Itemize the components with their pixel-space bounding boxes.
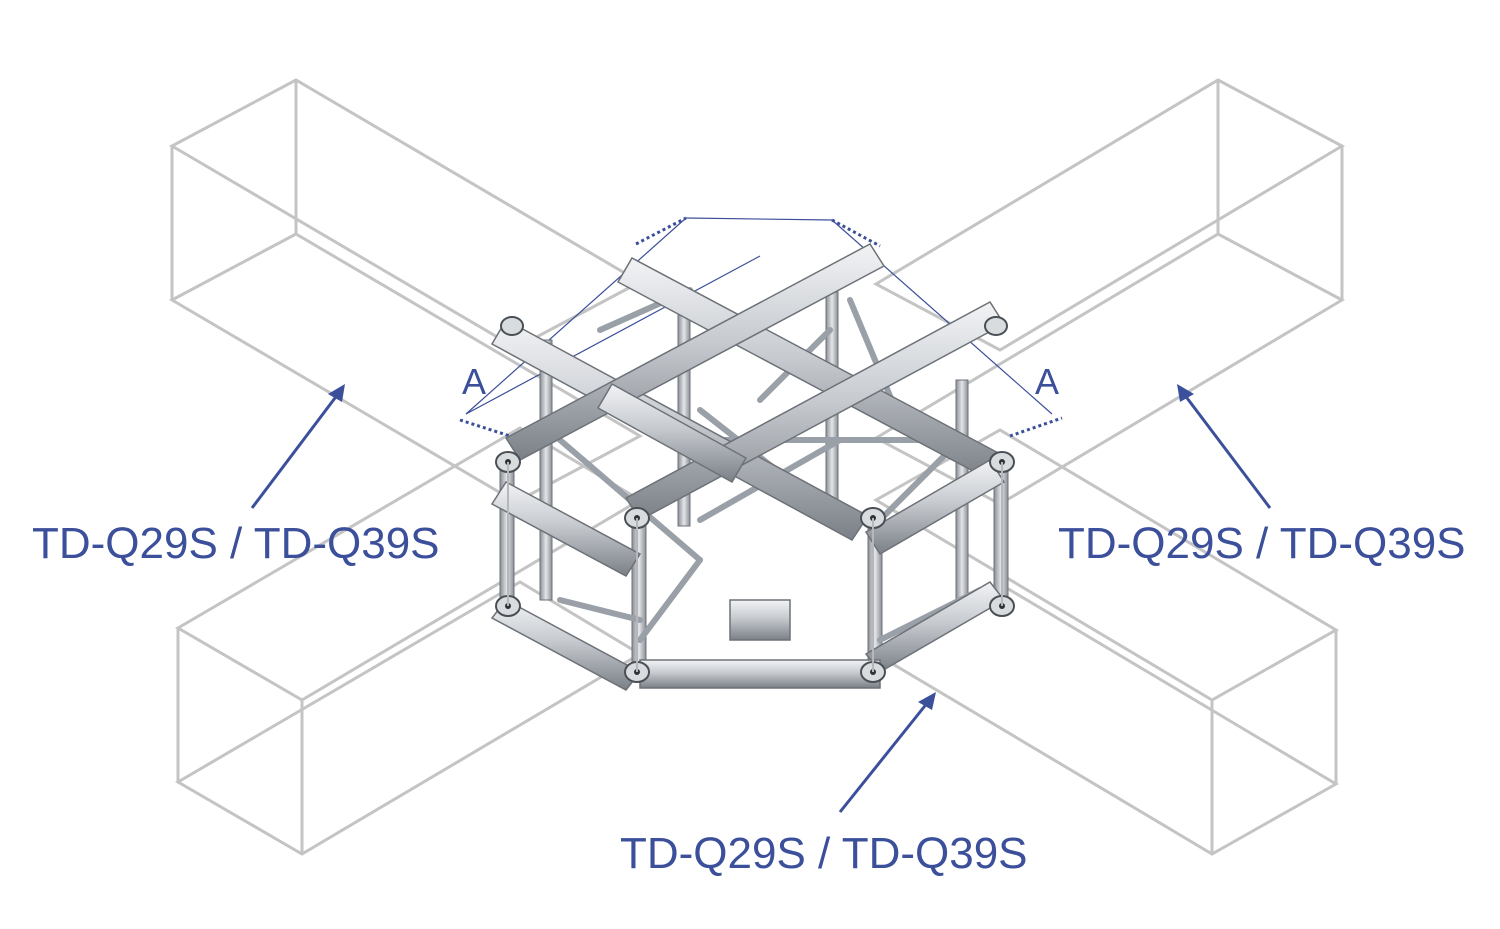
arrow-left [250,384,345,509]
dimension-label-a-right: A [1035,361,1060,402]
ghost-truss-top-left [168,78,644,504]
truss-label-bottom: TD-Q29S / TD-Q39S [620,829,1028,878]
truss-cross-junction [490,243,1015,691]
dimension-label-a-left: A [462,361,487,402]
truss-label-right: TD-Q29S / TD-Q39S [1058,519,1466,568]
arrows [250,384,1272,813]
truss-label-left: TD-Q29S / TD-Q39S [32,519,440,568]
arrow-right [1177,384,1272,509]
arrow-bottom [838,692,936,813]
